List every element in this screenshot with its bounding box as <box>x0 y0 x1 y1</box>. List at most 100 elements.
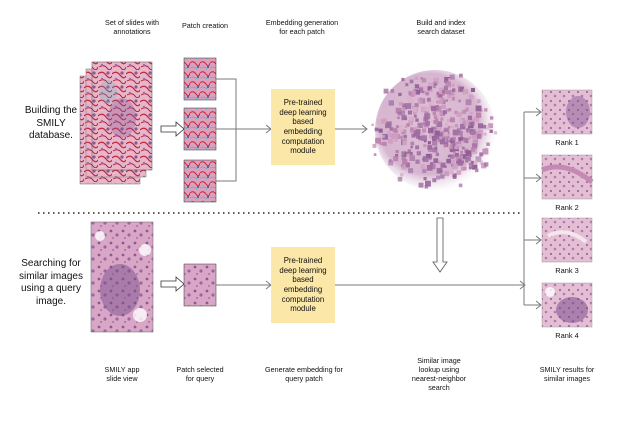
index-point <box>448 90 455 96</box>
index-point <box>421 78 427 83</box>
index-point <box>447 96 453 102</box>
index-point <box>426 164 433 171</box>
index-point <box>420 163 426 169</box>
index-point <box>438 99 444 104</box>
search-index-sphere <box>371 70 498 190</box>
index-point <box>395 154 399 158</box>
index-point <box>390 89 395 93</box>
index-point <box>447 163 451 167</box>
rank-4-label: Rank 4 <box>555 331 579 340</box>
index-point <box>447 154 451 158</box>
index-point <box>398 92 402 97</box>
index-point <box>397 125 404 132</box>
index-point <box>433 85 436 89</box>
index-point <box>445 99 448 102</box>
query-patch <box>183 263 217 307</box>
index-point <box>395 107 402 114</box>
index-point <box>465 157 471 163</box>
index-point <box>435 152 440 157</box>
index-point <box>416 151 421 156</box>
index-point <box>433 77 439 84</box>
index-point <box>418 87 425 93</box>
index-point <box>391 133 398 140</box>
index-point <box>444 171 450 177</box>
index-point <box>405 83 409 87</box>
index-point <box>467 115 473 120</box>
index-point <box>444 144 448 147</box>
index-point <box>446 118 451 123</box>
index-point <box>458 99 461 103</box>
index-point <box>457 160 463 166</box>
index-point <box>482 124 486 129</box>
index-point <box>428 153 433 158</box>
index-point <box>473 160 478 165</box>
index-point <box>435 106 442 112</box>
index-point <box>429 163 436 170</box>
index-point <box>456 170 462 175</box>
index-point <box>399 132 404 136</box>
index-point <box>425 180 431 187</box>
index-point <box>475 105 482 112</box>
index-point <box>470 111 473 115</box>
index-point <box>388 138 393 144</box>
index-point <box>450 117 455 123</box>
arrow-to-query-patch <box>160 276 185 292</box>
index-point <box>452 175 457 179</box>
index-point <box>443 85 448 90</box>
index-point <box>445 80 451 87</box>
index-point <box>452 163 458 170</box>
patch-3 <box>183 159 217 203</box>
index-point <box>475 112 482 118</box>
index-point <box>449 132 454 137</box>
index-point <box>413 127 416 131</box>
index-point <box>460 150 463 154</box>
index-point <box>408 168 414 174</box>
index-point <box>443 128 450 135</box>
index-point <box>460 166 465 171</box>
index-point <box>442 89 448 95</box>
index-point <box>388 160 394 166</box>
index-point <box>410 145 413 149</box>
index-point <box>465 150 472 157</box>
index-point <box>472 164 478 170</box>
index-point <box>456 111 462 118</box>
index-point <box>433 81 438 86</box>
index-point <box>432 111 437 116</box>
index-point <box>431 136 437 141</box>
index-point <box>462 89 469 95</box>
index-point <box>420 106 427 113</box>
index-point <box>479 152 484 157</box>
patch-connectors <box>216 78 272 182</box>
index-point <box>413 129 420 136</box>
index-point <box>448 137 451 141</box>
index-point <box>450 115 454 119</box>
rank-1-label: Rank 1 <box>555 138 579 147</box>
index-point <box>397 176 403 182</box>
index-point <box>392 128 398 133</box>
index-point <box>421 135 427 141</box>
index-point <box>471 133 477 139</box>
index-point <box>381 118 387 124</box>
index-point <box>411 133 416 138</box>
index-point <box>436 167 443 174</box>
index-point <box>450 95 455 101</box>
index-point <box>447 135 450 139</box>
index-point <box>422 156 429 162</box>
index-point <box>433 158 439 163</box>
index-point <box>418 136 423 141</box>
index-point <box>442 92 445 95</box>
index-point <box>408 99 414 106</box>
index-point <box>459 119 464 124</box>
index-point <box>382 133 389 140</box>
index-point <box>454 96 460 101</box>
index-point <box>457 127 461 132</box>
index-point <box>482 148 489 155</box>
index-point <box>449 159 456 165</box>
index-point <box>448 78 452 82</box>
index-point <box>463 167 467 171</box>
index-point <box>439 87 445 93</box>
index-point <box>447 94 452 99</box>
index-point <box>453 150 456 153</box>
index-point <box>414 114 417 118</box>
